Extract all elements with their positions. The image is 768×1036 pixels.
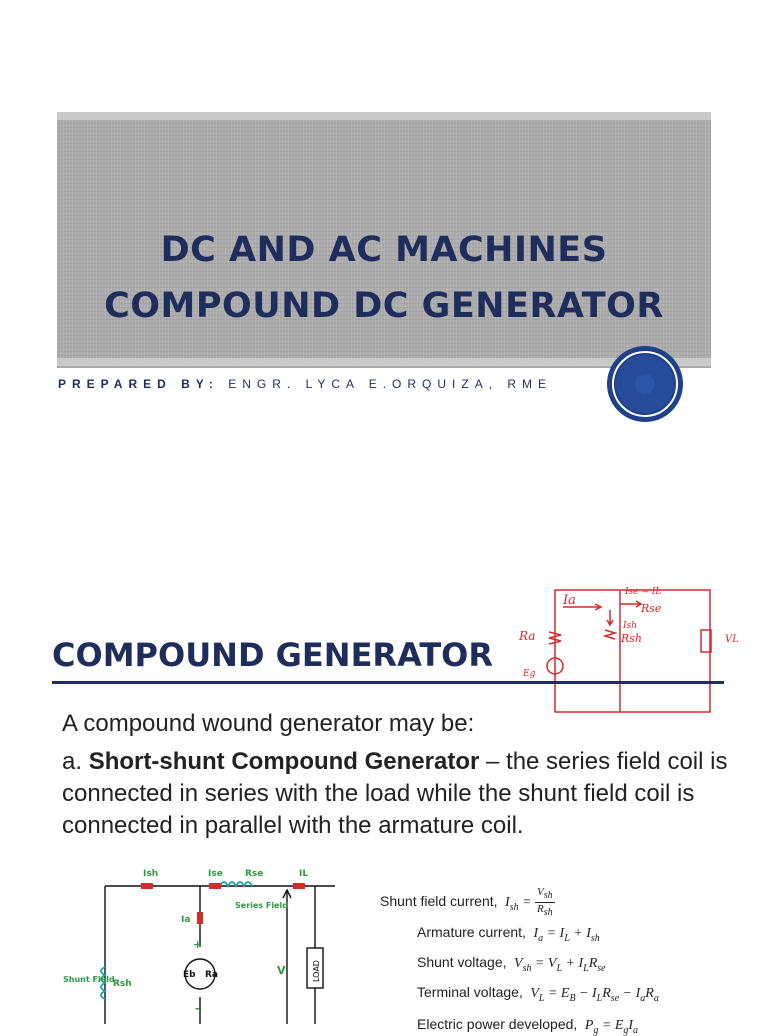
prepared-by-name: ENGR. LYCA E.ORQUIZA, RME [228, 377, 553, 391]
equation-electric-power: Electric power developed, Pg = EgIa [417, 1016, 639, 1036]
sketch-label-rse: Rse [640, 602, 662, 615]
equation-label: Shunt field current, [380, 892, 498, 909]
sketch-label-ise: Ise = IL [624, 587, 661, 597]
circuit-label-ia: Ia [181, 915, 190, 925]
sketch-label-eg: Eg [522, 669, 536, 679]
circuit-label-ish: Ish [143, 869, 158, 879]
circuit-label-shunt-field: Shunt Field [63, 975, 115, 984]
circuit-label-eb: Eb [183, 970, 196, 980]
circuit-label-minus: - [195, 1002, 200, 1015]
circuit-label-ra: Ra [205, 970, 218, 980]
circuit-label-load: LOAD [312, 960, 321, 982]
sketch-label-vl: VL [725, 634, 739, 645]
banner-top-strip [57, 112, 711, 120]
content-slide: Ra Ia Ise = IL Rse Ish Rsh VL Eg COMPOUN… [0, 540, 768, 1036]
list-item-prefix: a. [62, 748, 83, 775]
sketch-label-ia: Ia [562, 593, 576, 608]
title-slide: DC AND AC MACHINES COMPOUND DC GENERATOR… [0, 0, 768, 500]
list-item-description: – the series field coil is connected in … [62, 748, 728, 839]
sketch-label-ish: Ish [622, 621, 637, 631]
banner-bottom-strip [57, 358, 711, 366]
slide-body: A compound wound generator may be: a. Sh… [62, 708, 752, 848]
circuit-label-rsh: Rsh [113, 979, 132, 989]
equation-armature-current: Armature current, Ia = IL + Ish [417, 924, 600, 944]
slide-title-line1: DC AND AC MACHINES [160, 230, 608, 270]
equation-expr: Pg = EgIa [584, 1018, 639, 1036]
handwritten-circuit-sketch: Ra Ia Ise = IL Rse Ish Rsh VL Eg [518, 587, 739, 713]
prepared-by-label: PREPARED BY: [58, 377, 219, 391]
list-item-heading: Short-shunt Compound Generator [88, 748, 480, 775]
circuit-label-ise: Ise [208, 869, 223, 879]
slide-title: DC AND AC MACHINES COMPOUND DC GENERATOR [57, 222, 711, 334]
equation-terminal-voltage: Terminal voltage, VL = EB − ILRse − IaRa [417, 984, 659, 1004]
equation-expr: VL = EB − ILRse − IaRa [530, 986, 659, 1004]
short-shunt-circuit-diagram: Ish Ise Rse IL Series Field Ia Shunt Fie… [63, 869, 335, 1024]
title-underline [52, 681, 724, 684]
equation-shunt-voltage: Shunt voltage, Vsh = VL + ILRse [417, 954, 606, 974]
circuit-label-il: IL [299, 869, 308, 879]
circuit-label-series-field: Series Field [235, 901, 288, 910]
sketch-label-ra: Ra [518, 629, 535, 643]
circuit-label-rse: Rse [245, 869, 263, 879]
equation-expr: Ia = IL + Ish [533, 926, 600, 944]
intro-text: A compound wound generator may be: [62, 710, 475, 737]
slide-title-line2: COMPOUND DC GENERATOR [104, 286, 664, 326]
circuit-label-v: V [277, 964, 286, 977]
prepared-by-line: PREPARED BY: ENGR. LYCA E.ORQUIZA, RME [58, 377, 552, 391]
title-banner [57, 112, 711, 368]
university-seal-icon [607, 346, 683, 422]
list-item-short-shunt: a. Short-shunt Compound Generator – the … [62, 746, 752, 842]
section-title: COMPOUND GENERATOR [52, 636, 494, 674]
sketch-label-rsh: Rsh [620, 632, 642, 645]
equation-expr: Vsh = VL + ILRse [514, 956, 606, 974]
circuit-label-plus: + [193, 938, 202, 951]
